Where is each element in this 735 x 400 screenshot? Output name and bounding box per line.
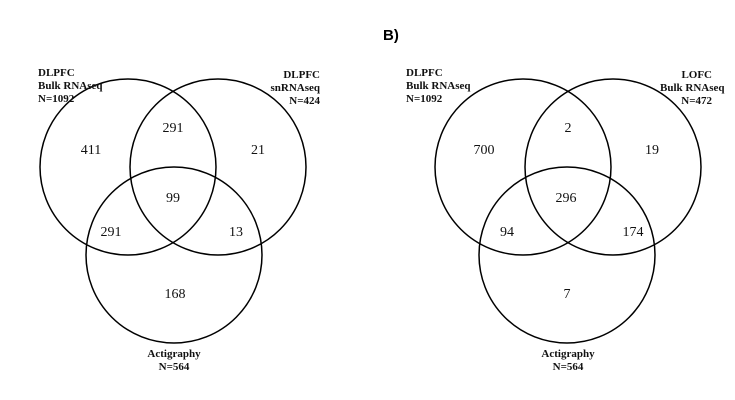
panel-b-circle-left (434, 78, 612, 256)
set-label-line: DLPFC (406, 67, 443, 79)
set-label-line: Bulk RNAseq (660, 82, 725, 94)
set-label-line: Actigraphy (541, 348, 595, 360)
set-label-line: N=424 (289, 95, 320, 107)
panel-b-count-only-right: 19 (645, 143, 659, 158)
set-label-line: N=472 (681, 95, 712, 107)
panel-a-count-only-bottom: 168 (164, 287, 186, 302)
set-label-line: DLPFC (283, 69, 320, 81)
panel-b-count-right-bottom: 174 (622, 225, 644, 240)
panel-a-circle-left (39, 78, 217, 256)
panel-b-circle-right (524, 78, 702, 256)
panel-b-count-only-bottom: 7 (563, 287, 571, 302)
panel-a-count-all-three: 99 (166, 191, 180, 206)
set-label-line: Actigraphy (147, 348, 201, 360)
panel-a-circle-right (129, 78, 307, 256)
panel-b-count-only-left: 700 (473, 143, 495, 158)
set-label-line: N=1092 (38, 93, 75, 105)
panel-a-count-right-bottom: 13 (229, 225, 243, 240)
set-label-line: snRNAseq (270, 82, 320, 94)
panel-a-count-left-bottom: 291 (100, 225, 122, 240)
panel-b-circle-bottom (478, 166, 656, 344)
panel-b-count-all-three: 296 (555, 191, 577, 206)
set-label-line: N=564 (158, 361, 190, 373)
panel-b-set-label-left: DLPFC Bulk RNAseq N=1092 (406, 67, 471, 106)
set-label-line: DLPFC (38, 67, 75, 79)
panel-a-set-label-right: DLPFC snRNAseq N=424 (270, 69, 320, 108)
panel-a-set-label-bottom: Actigraphy N=564 (124, 348, 224, 374)
panel-a-count-only-left: 411 (80, 143, 102, 158)
panel-a-count-left-right: 291 (162, 121, 184, 136)
panel-b-count-left-right: 2 (564, 121, 572, 136)
panel-b-count-left-bottom: 94 (500, 225, 514, 240)
set-label-line: N=1092 (406, 93, 443, 105)
set-label-line: N=564 (552, 361, 584, 373)
set-label-line: LOFC (681, 69, 712, 81)
panel-b-label: B) (383, 27, 399, 44)
panel-a-circle-bottom (85, 166, 263, 344)
panel-a-set-label-left: DLPFC Bulk RNAseq N=1092 (38, 67, 103, 106)
set-label-line: Bulk RNAseq (38, 80, 103, 92)
set-label-line: Bulk RNAseq (406, 80, 471, 92)
panel-a-count-only-right: 21 (251, 143, 265, 158)
panel-b-set-label-right: LOFC Bulk RNAseq N=472 (660, 69, 725, 108)
panel-b-set-label-bottom: Actigraphy N=564 (518, 348, 618, 374)
